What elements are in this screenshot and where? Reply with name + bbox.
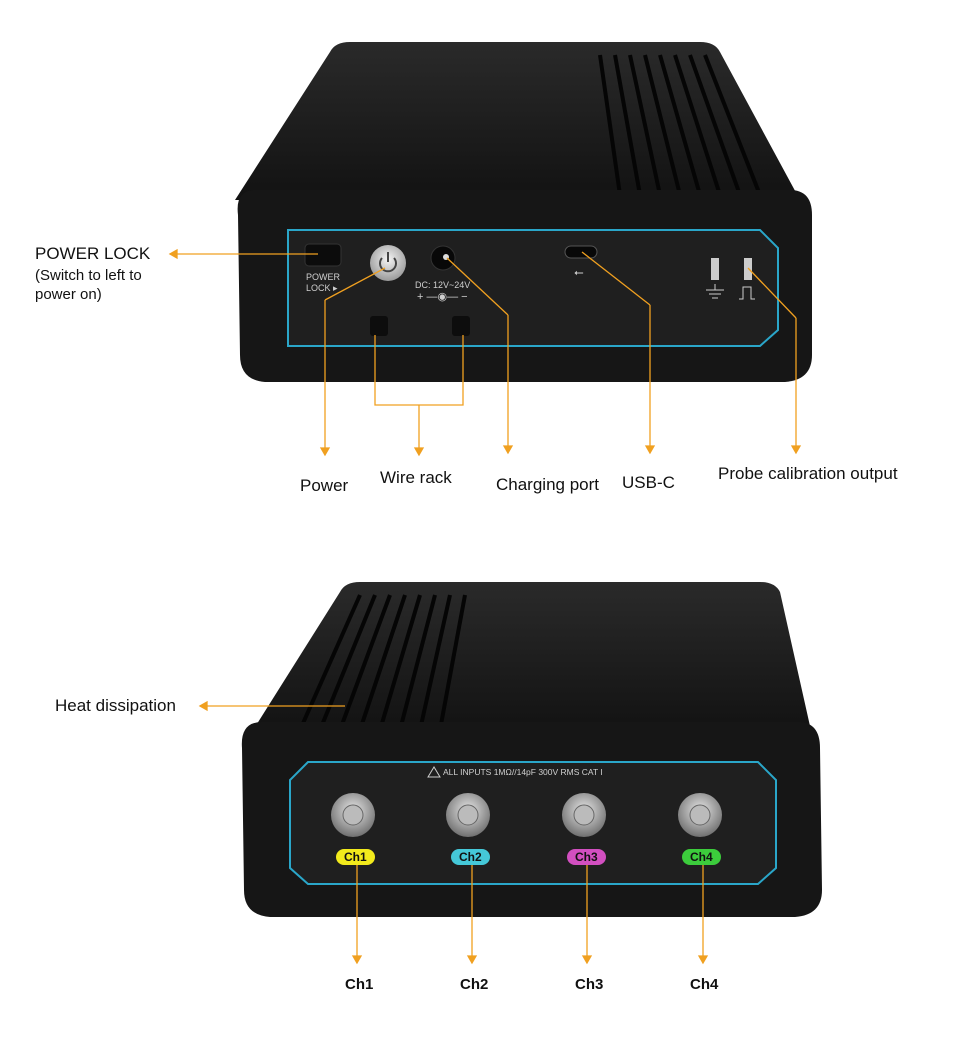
callout-charging-port: Charging port xyxy=(496,475,600,494)
device-front-view xyxy=(241,582,823,917)
square-wave-icon xyxy=(739,286,755,300)
leader-lines xyxy=(168,248,802,965)
power-icon xyxy=(379,257,397,273)
warning-icon xyxy=(427,766,441,778)
ground-icon xyxy=(706,284,724,299)
dc-rating-label: DC: 12V~24V xyxy=(415,280,471,290)
ground-terminal xyxy=(711,258,719,280)
ch2-badge: Ch2 xyxy=(451,849,490,865)
device-rear-view: ⭠ xyxy=(235,42,812,382)
wire-rack-hook xyxy=(370,316,388,336)
callout-ch2: Ch2 xyxy=(460,976,489,993)
callout-ch4: Ch4 xyxy=(690,976,719,993)
callout-wire-rack: Wire rack xyxy=(380,468,452,487)
callout-power-lock: POWER LOCK xyxy=(35,244,151,263)
polarity-label: + —◉— − xyxy=(417,291,468,303)
bnc-connectors xyxy=(331,793,722,837)
power-lock-switch xyxy=(304,243,342,267)
calibration-terminal xyxy=(744,258,752,280)
power-button xyxy=(370,245,406,281)
ch1-badge: Ch1 xyxy=(336,849,375,865)
callout-power: Power xyxy=(300,476,349,495)
callout-ch3: Ch3 xyxy=(575,976,604,993)
input-warning-label: ALL INPUTS 1MΩ//14pF 300V RMS CAT I xyxy=(443,767,603,777)
usb-icon: ⭠ xyxy=(574,265,584,279)
callout-ch1: Ch1 xyxy=(345,976,374,993)
wire-rack-hook xyxy=(452,316,470,336)
callout-usb-c: USB-C xyxy=(622,473,675,492)
usb-c-port xyxy=(564,245,598,259)
callout-heat-dissipation: Heat dissipation xyxy=(55,696,176,715)
ch3-badge: Ch3 xyxy=(567,849,606,865)
dc-jack xyxy=(430,245,456,271)
ch4-badge: Ch4 xyxy=(682,849,721,865)
callout-probe-calibration: Probe calibration output xyxy=(718,464,898,483)
callout-power-lock-note: (Switch to left to power on) xyxy=(35,267,142,303)
